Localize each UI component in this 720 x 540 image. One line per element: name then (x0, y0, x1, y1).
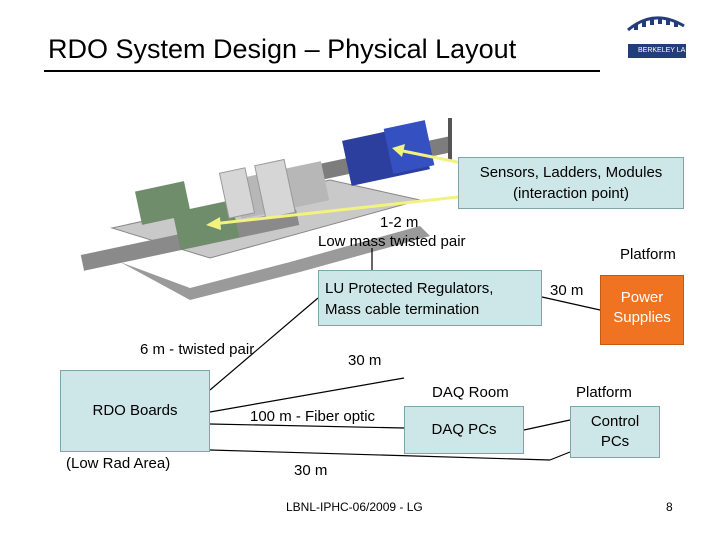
sensors-callout: Sensors, Ladders, Modules (interaction p… (458, 157, 684, 209)
logo-text: BERKELEY LAB (638, 47, 691, 54)
distance-label-1-2m: 1-2 m (380, 214, 419, 231)
page-title: RDO System Design – Physical Layout (48, 34, 517, 64)
control-line1: Control (590, 413, 640, 430)
page-number: 8 (666, 500, 673, 514)
fiber-optic-label: 100 m - Fiber optic (250, 408, 376, 425)
distance-label-30m-mid: 30 m (348, 352, 382, 369)
title-underline (44, 70, 600, 72)
power-supplies-box: Power Supplies (600, 275, 684, 345)
daq-room-label: DAQ Room (432, 384, 509, 401)
control-pcs-box: Control PCs (570, 406, 660, 458)
distance-label-30m-bottom: 30 m (294, 462, 328, 479)
regulators-box: LU Protected Regulators, Mass cable term… (318, 270, 542, 326)
rdo-boards-label: RDO Boards (92, 402, 178, 419)
connector-lines (209, 248, 601, 461)
power-line1: Power (620, 289, 664, 306)
low-mass-label: Low mass twisted pair (318, 233, 466, 250)
platform-label-bottom: Platform (576, 384, 632, 401)
daq-pcs-box: DAQ PCs (404, 406, 524, 454)
regulators-line1: LU Protected Regulators, (325, 280, 494, 297)
regulators-line2: Mass cable termination (325, 301, 480, 318)
twisted-pair-6m-label: 6 m - twisted pair (140, 341, 255, 358)
power-line2: Supplies (613, 309, 671, 326)
daq-pcs-label: DAQ PCs (431, 421, 497, 438)
sensors-callout-line2: (interaction point) (513, 185, 629, 202)
platform-label-top: Platform (620, 246, 676, 263)
rdo-boards-box: RDO Boards (60, 370, 210, 452)
control-line2: PCs (600, 433, 630, 450)
sensors-callout-line1: Sensors, Ladders, Modules (479, 164, 663, 181)
callout-arrows (206, 144, 463, 230)
detector-illustration (80, 118, 452, 300)
footer-text: LBNL-IPHC-06/2009 - LG (286, 500, 423, 514)
berkeley-lab-logo (627, 16, 686, 58)
distance-label-30m-right: 30 m (550, 282, 584, 299)
low-rad-area-label: (Low Rad Area) (66, 455, 171, 472)
